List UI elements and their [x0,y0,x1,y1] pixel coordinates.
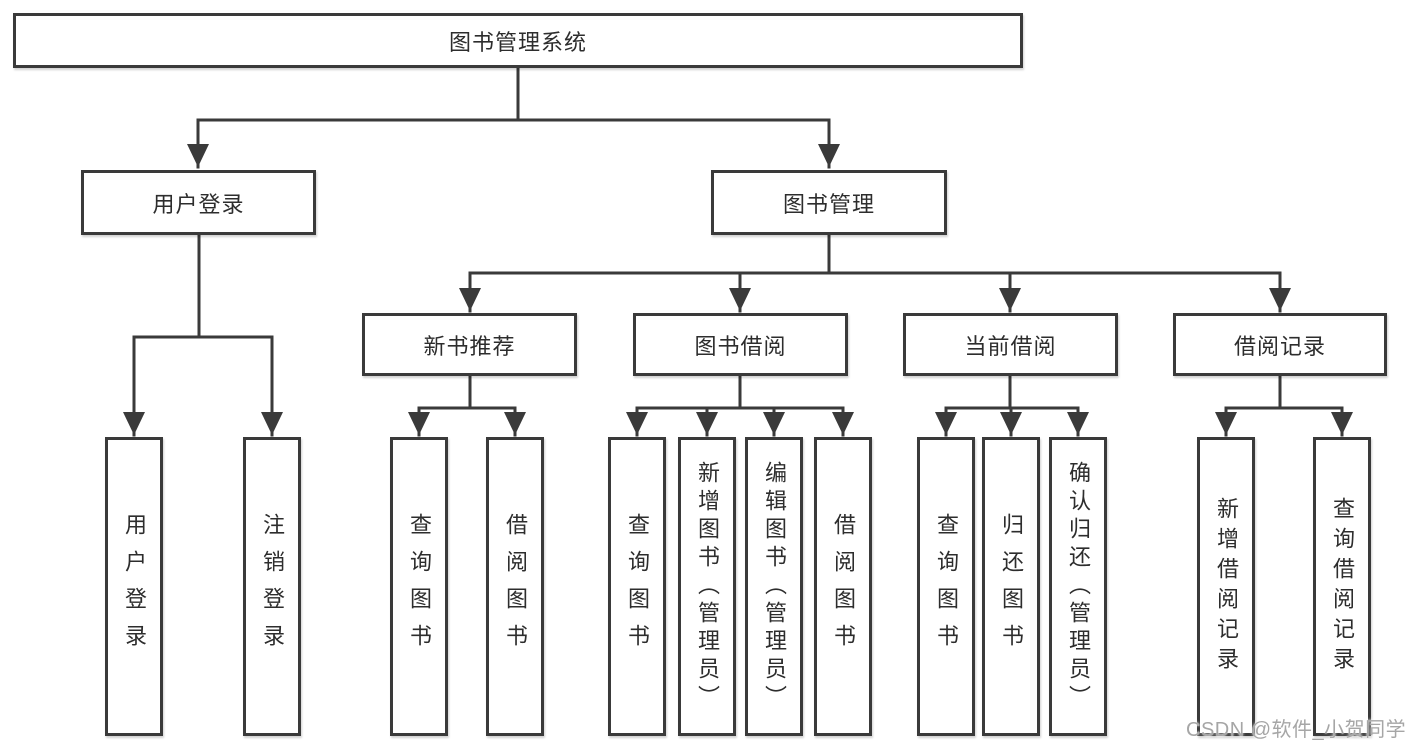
leaf-records-add-record-label: 新增借阅记录 [1214,496,1239,677]
connector-trunks [132,66,1344,410]
leaf-current-query-books: 查询图书 [917,437,975,736]
node-new-book-recommend: 新书推荐 [362,313,577,376]
leaf-logout-label: 注销登录 [260,512,285,661]
leaf-current-query-books-label: 查询图书 [934,512,959,661]
leaf-borrowing-add-books-admin: 新增图书（管理员） [678,437,736,736]
leaf-borrowing-query-books: 查询图书 [608,437,666,736]
leaf-borrowing-query-books-label: 查询图书 [625,512,650,661]
node-book-borrowing: 图书借阅 [633,313,848,376]
node-book-management-label: 图书管理 [782,191,875,217]
leaf-newbooks-query-books-label: 查询图书 [407,512,432,661]
watermark: CSDN @软件_小贺同学 [1186,719,1405,741]
leaf-borrowing-add-books-admin-label: 新增图书（管理员） [695,460,720,713]
leaf-borrowing-edit-books-admin-label: 编辑图书（管理员） [762,460,787,713]
leaf-newbooks-borrow-books-label: 借阅图书 [503,512,528,661]
node-user-login: 用户登录 [81,170,316,235]
node-borrow-records: 借阅记录 [1173,313,1387,376]
node-current-borrowing-label: 当前借阅 [964,333,1057,359]
node-book-borrowing-label: 图书借阅 [694,333,787,359]
leaf-current-confirm-return-admin-label: 确认归还（管理员） [1066,460,1091,713]
leaf-borrowing-edit-books-admin: 编辑图书（管理员） [745,437,803,736]
leaf-borrowing-borrow-books: 借阅图书 [814,437,872,736]
node-new-book-recommend-label: 新书推荐 [423,333,516,359]
leaf-current-confirm-return-admin: 确认归还（管理员） [1049,437,1107,736]
leaf-records-add-record: 新增借阅记录 [1197,437,1255,736]
leaf-newbooks-borrow-books: 借阅图书 [486,437,544,736]
leaf-records-query-record-label: 查询借阅记录 [1330,496,1355,677]
leaf-current-return-books-label: 归还图书 [999,512,1024,661]
leaf-borrowing-borrow-books-label: 借阅图书 [831,512,856,661]
node-borrow-records-label: 借阅记录 [1233,333,1326,359]
leaf-records-query-record: 查询借阅记录 [1313,437,1371,736]
leaf-logout: 注销登录 [243,437,301,736]
leaf-current-return-books: 归还图书 [982,437,1040,736]
node-book-management: 图书管理 [711,170,947,235]
node-user-login-label: 用户登录 [152,191,245,217]
leaf-newbooks-query-books: 查询图书 [390,437,448,736]
node-current-borrowing: 当前借阅 [903,313,1118,376]
leaf-user-login: 用户登录 [105,437,163,736]
node-library-system-label: 图书管理系统 [448,29,587,55]
node-library-system: 图书管理系统 [13,13,1023,68]
leaf-user-login-label: 用户登录 [122,512,147,661]
